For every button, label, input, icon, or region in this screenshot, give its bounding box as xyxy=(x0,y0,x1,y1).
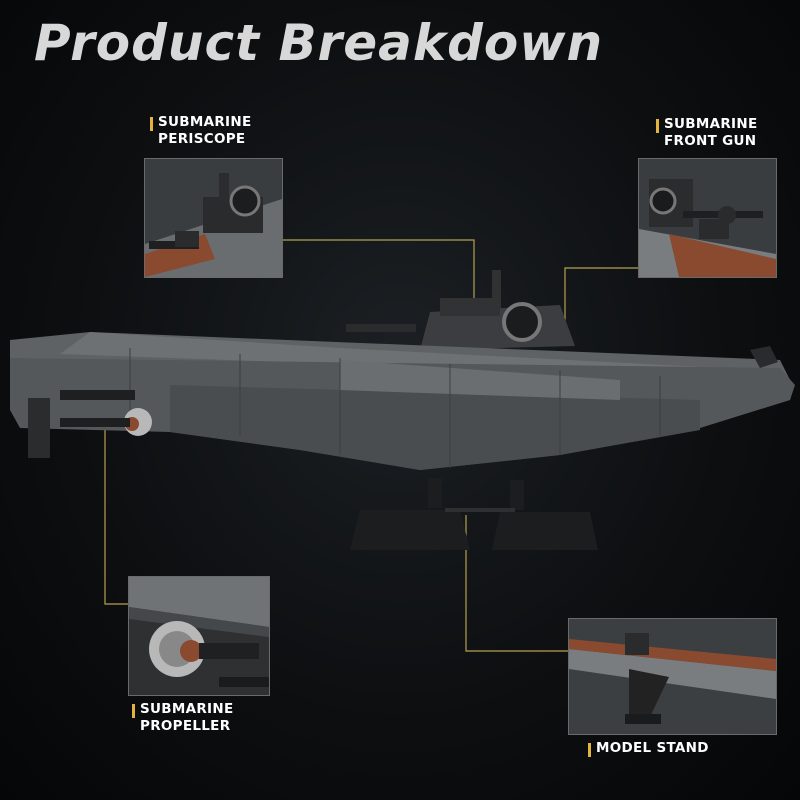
periscope-label-line2: PERISCOPE xyxy=(158,131,246,147)
label-accent-bar xyxy=(588,743,591,757)
propeller-detail-image xyxy=(128,576,270,696)
propeller-label: SUBMARINE PROPELLER xyxy=(132,701,234,735)
periscope-label-line1: SUBMARINE xyxy=(158,114,252,130)
front-gun-label-line1: SUBMARINE xyxy=(664,116,758,132)
stand-detail-image xyxy=(568,618,777,735)
propeller-label-line2: PROPELLER xyxy=(140,718,231,734)
periscope-label: SUBMARINE PERISCOPE xyxy=(150,114,252,148)
front-gun-detail-image xyxy=(638,158,777,278)
label-accent-bar xyxy=(656,119,659,133)
propeller-label-line1: SUBMARINE xyxy=(140,701,234,717)
page-title: Product Breakdown xyxy=(34,14,604,72)
periscope-detail-image xyxy=(144,158,283,278)
label-accent-bar xyxy=(150,117,153,131)
front-gun-label: SUBMARINE FRONT GUN xyxy=(656,116,758,150)
stand-label: MODEL STAND xyxy=(588,740,709,757)
label-accent-bar xyxy=(132,704,135,718)
front-gun-label-line2: FRONT GUN xyxy=(664,133,757,149)
stand-label-line1: MODEL STAND xyxy=(596,740,709,756)
submarine-model-image xyxy=(10,270,795,550)
